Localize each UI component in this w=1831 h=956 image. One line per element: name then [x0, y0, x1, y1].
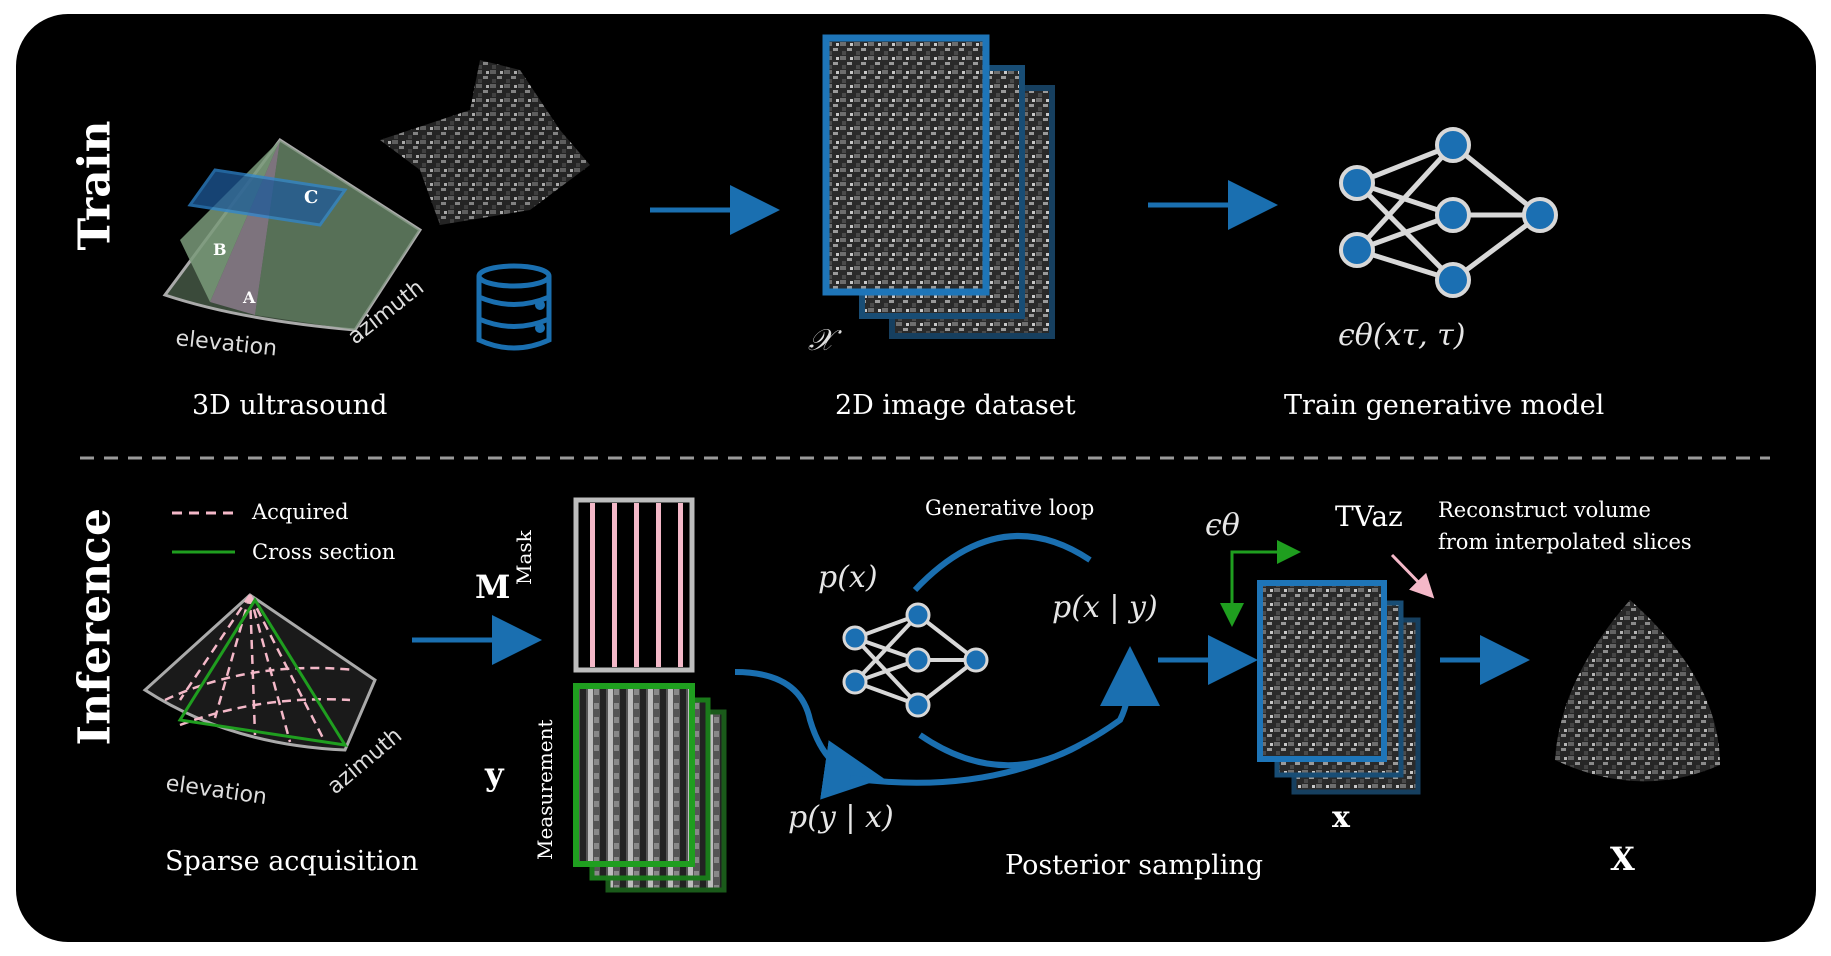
neural-network-icon	[842, 602, 989, 718]
posterior-label: p(x | y)	[1052, 590, 1158, 625]
caption-train-model: Train generative model	[1284, 390, 1605, 421]
likelihood-flow-arrow	[734, 669, 884, 800]
caption-2d-dataset: 2D image dataset	[835, 390, 1076, 421]
mask-image	[573, 497, 695, 673]
volume-x-symbol: X	[1610, 840, 1635, 878]
tv-label: TVaz	[1335, 500, 1403, 533]
likelihood-label: p(y | x)	[788, 800, 894, 835]
eps-label: ϵθ	[1205, 508, 1240, 543]
generative-loop-label: Generative loop	[925, 496, 1095, 520]
caption-posterior-sampling: Posterior sampling	[1005, 850, 1264, 881]
mask-label: Mask	[512, 530, 536, 585]
neural-network-icon	[1339, 127, 1558, 298]
caption-3d-ultrasound: 3D ultrasound	[192, 390, 388, 421]
generative-loop-top-arc	[912, 533, 1092, 593]
dataset-symbol: 𝒳	[808, 323, 842, 358]
plane-b-label: B	[213, 240, 227, 259]
legend-acquired-label: Acquired	[252, 500, 349, 524]
inference-section-title: Inference	[69, 508, 121, 746]
database-icon	[476, 263, 552, 351]
sparse-pyramid	[142, 593, 377, 752]
ultrasound-pyramid	[162, 137, 423, 332]
inference-axis-elevation: elevation	[164, 771, 268, 810]
caption-sparse-acquisition: Sparse acquisition	[165, 846, 419, 877]
model-formula: ϵθ(xτ, τ)	[1338, 318, 1466, 353]
ultrasound-volume-render	[380, 60, 590, 225]
eps-arrow-icon	[1230, 540, 1301, 612]
sample-x-symbol: x	[1332, 800, 1350, 835]
train-axis-elevation: elevation	[174, 326, 278, 362]
plane-c-label: C	[304, 187, 318, 208]
dataset-image-stack	[822, 34, 1055, 339]
measurement-image-stack	[573, 683, 727, 893]
reconstruct-line-2: from interpolated slices	[1438, 530, 1692, 554]
prior-label: p(x)	[818, 560, 878, 595]
train-section-title: Train	[69, 120, 121, 251]
measurement-symbol: y	[485, 755, 504, 793]
legend-cross-section-label: Cross section	[252, 540, 396, 564]
mask-symbol: M	[475, 568, 511, 606]
generative-loop-bottom-arc	[918, 732, 1082, 769]
plane-a-label: A	[242, 288, 256, 307]
reconstructed-volume	[1555, 600, 1720, 782]
posterior-image-stack	[1257, 580, 1421, 795]
tv-arrow-icon	[1390, 553, 1435, 599]
measurement-label: Measurement	[533, 719, 557, 861]
reconstruct-line-1: Reconstruct volume	[1438, 498, 1651, 522]
